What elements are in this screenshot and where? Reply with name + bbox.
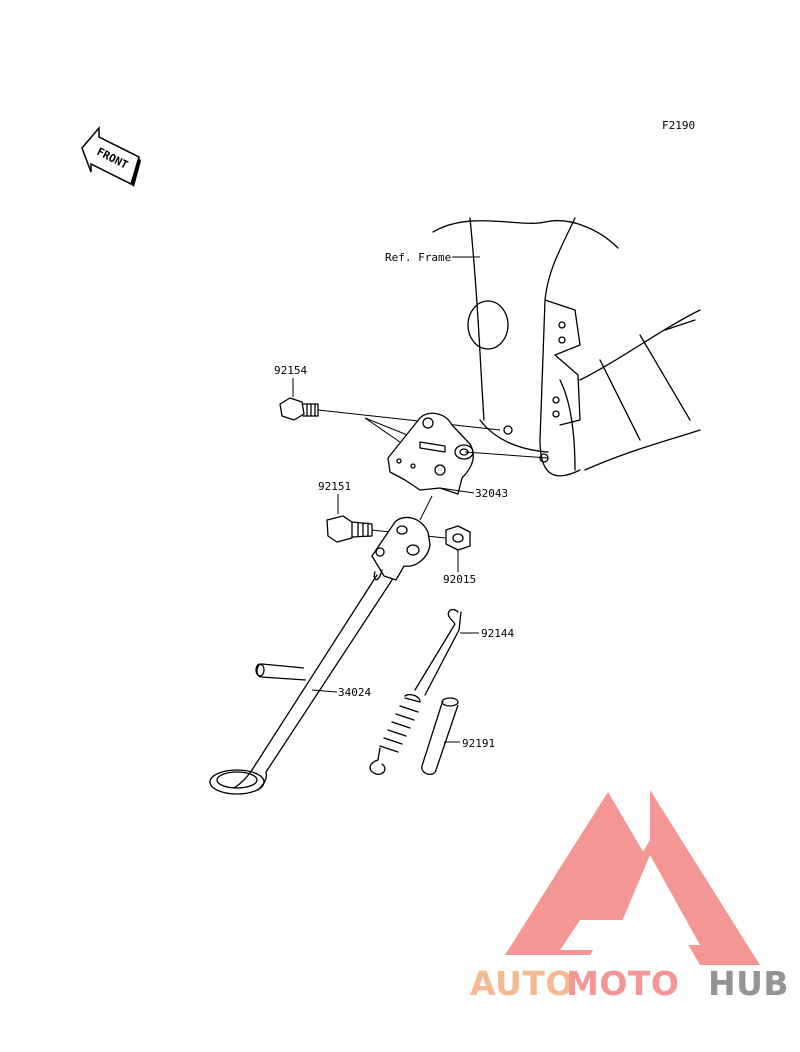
reference-frame [432, 217, 701, 477]
logo-word-moto: MOTO [566, 964, 679, 1003]
part-number-92154: 92154 [274, 364, 307, 377]
logo-word-hub: HUB [708, 964, 789, 1003]
spring-92144 [369, 608, 462, 775]
part-number-34024: 34024 [338, 686, 371, 699]
figure-code: F2190 [662, 119, 695, 132]
bolt-92151 [326, 515, 373, 543]
ref-frame-label: Ref. Frame [385, 251, 451, 264]
logo-word-auto: AUTO [470, 964, 574, 1003]
part-number-92191: 92191 [462, 737, 495, 750]
bolt-92154 [279, 397, 319, 421]
cover-tube-92191 [421, 697, 459, 776]
side-stand-34024 [209, 516, 431, 795]
nut-92015 [445, 525, 471, 551]
automotohub-logo: AUTO MOTO HUB [470, 790, 789, 1003]
bracket-32043 [387, 412, 474, 495]
part-number-32043: 32043 [475, 487, 508, 500]
part-number-92144: 92144 [481, 627, 514, 640]
front-arrow-icon: FRONT [81, 125, 141, 187]
part-number-92015: 92015 [443, 573, 476, 586]
part-number-92151: 92151 [318, 480, 351, 493]
